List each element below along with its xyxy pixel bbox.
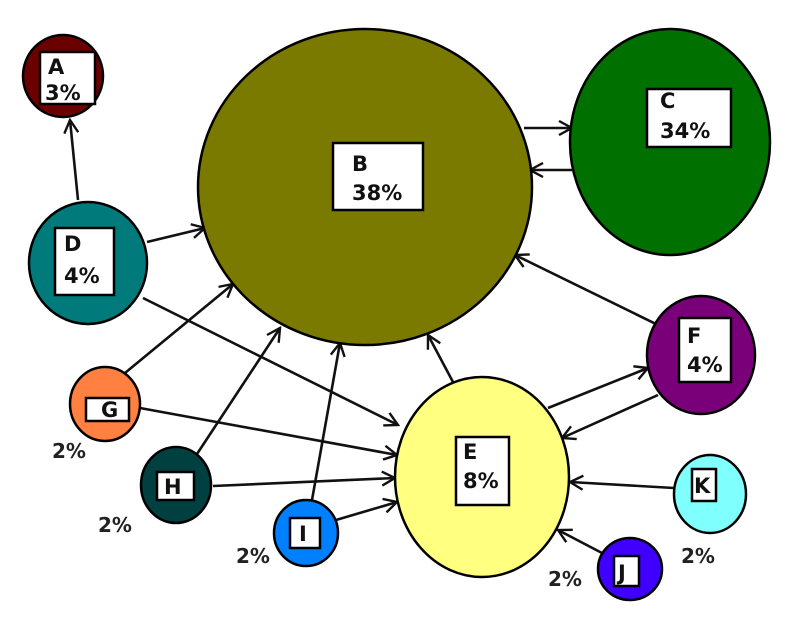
- nodes-layer: A3% B 38% C 34% D 4% E 8% F 4% G 2% H 2% I 2% J 2% K 2%: [21, 27, 772, 602]
- node-a[interactable]: A3%: [21, 33, 105, 119]
- node-c-name: C: [660, 89, 675, 113]
- node-g-label-box: [84, 396, 131, 423]
- edge-e-to-b: [428, 335, 455, 383]
- node-g-percent: 2%: [52, 439, 86, 463]
- node-j[interactable]: J 2%: [548, 536, 664, 602]
- edge-h-to-e: [212, 478, 395, 488]
- edge-e-to-f: [547, 368, 648, 410]
- node-d-label-box: [53, 226, 116, 297]
- edge-d-to-e: [142, 296, 398, 425]
- edge-i-to-b: [310, 343, 340, 501]
- node-k-percent: 2%: [681, 544, 715, 568]
- node-e[interactable]: E 8%: [393, 375, 571, 579]
- node-h-percent: 2%: [98, 513, 132, 537]
- edge-g-to-b: [124, 284, 233, 375]
- node-d-percent: 4%: [64, 264, 100, 288]
- node-k-name: K: [694, 474, 711, 498]
- node-c-percent: 34%: [660, 119, 710, 143]
- node-c-label-box: [645, 87, 733, 149]
- edge-g-to-e: [139, 406, 397, 455]
- node-g[interactable]: G 2%: [52, 365, 142, 463]
- node-k-label-box: [690, 467, 718, 503]
- node-f-percent: 4%: [687, 353, 723, 377]
- node-e-label-box: [454, 435, 511, 507]
- node-j-percent: 2%: [548, 567, 582, 591]
- node-e-percent: 8%: [463, 469, 499, 493]
- edge-j-to-e: [558, 530, 603, 555]
- node-d-name: D: [64, 232, 81, 256]
- edge-f-to-e: [562, 393, 659, 438]
- node-c[interactable]: C 34%: [568, 27, 772, 257]
- node-b-percent: 38%: [352, 181, 402, 205]
- node-j-name: J: [616, 561, 626, 585]
- node-i-name: I: [299, 522, 307, 546]
- node-f-label-box: [677, 316, 733, 384]
- node-i[interactable]: I 2%: [236, 498, 340, 568]
- node-a-label-box: [38, 50, 97, 106]
- node-i-label-box: [288, 516, 322, 550]
- node-h-label-box: [155, 470, 196, 502]
- edge-i-to-e: [335, 502, 397, 522]
- edge-d-to-a: [70, 120, 80, 201]
- node-b-name: B: [352, 152, 368, 176]
- node-h[interactable]: H 2%: [98, 445, 213, 537]
- edges-layer: [70, 120, 675, 555]
- node-e-name: E: [463, 440, 477, 464]
- node-i-percent: 2%: [236, 544, 270, 568]
- node-g-name: G: [101, 398, 118, 422]
- node-k[interactable]: K 2%: [672, 453, 748, 568]
- node-b[interactable]: B 38%: [196, 27, 534, 347]
- node-f-name: F: [687, 324, 701, 348]
- edge-k-to-e: [570, 482, 675, 488]
- node-f[interactable]: F 4%: [645, 294, 757, 416]
- node-b-label-box: [331, 141, 425, 212]
- node-a-name: A: [48, 55, 65, 79]
- node-a-percent: 3%: [45, 81, 81, 105]
- node-d[interactable]: D 4%: [27, 200, 149, 326]
- node-h-name: H: [164, 475, 182, 499]
- edge-h-to-b: [195, 328, 280, 455]
- edge-d-to-b: [146, 228, 205, 244]
- edge-f-to-b: [515, 255, 659, 327]
- node-j-label-box: [612, 554, 641, 588]
